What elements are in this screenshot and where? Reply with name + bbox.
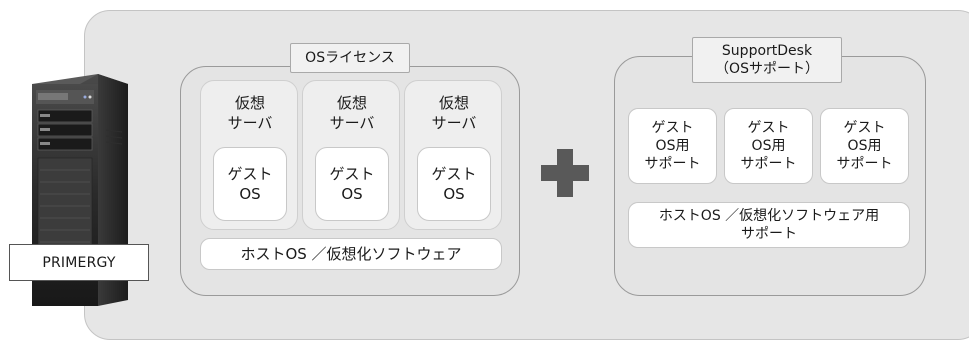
guest-os-box: ゲスト OS — [315, 147, 389, 221]
virtual-server-label: 仮想 サーバ — [431, 94, 477, 132]
guest-os-support-box: ゲスト OS用 サポート — [820, 108, 909, 184]
guest-os-support-box: ゲスト OS用 サポート — [628, 108, 717, 184]
os-license-title-text: OSライセンス — [305, 50, 395, 66]
os-license-title: OSライセンス — [290, 43, 410, 73]
virtual-server-label: 仮想 サーバ — [329, 94, 375, 132]
guest-os-support-box: ゲスト OS用 サポート — [724, 108, 813, 184]
server-label: PRIMERGY — [9, 244, 149, 281]
virtual-server-box: 仮想 サーバ ゲスト OS — [302, 80, 400, 230]
virtual-server-box: 仮想 サーバ ゲスト OS — [404, 80, 502, 230]
virtual-server-box: 仮想 サーバ ゲスト OS — [200, 80, 298, 230]
plus-icon — [541, 149, 589, 197]
server-label-text: PRIMERGY — [42, 254, 116, 271]
host-os-support-box: ホストOS ／仮想化ソフトウェア用 サポート — [628, 202, 910, 248]
guest-os-box: ゲスト OS — [417, 147, 491, 221]
virtual-server-label: 仮想 サーバ — [227, 94, 273, 132]
guest-os-box: ゲスト OS — [213, 147, 287, 221]
host-os-bar: ホストOS ／仮想化ソフトウェア — [200, 238, 502, 270]
supportdesk-title: SupportDesk （OSサポート） — [692, 37, 842, 83]
